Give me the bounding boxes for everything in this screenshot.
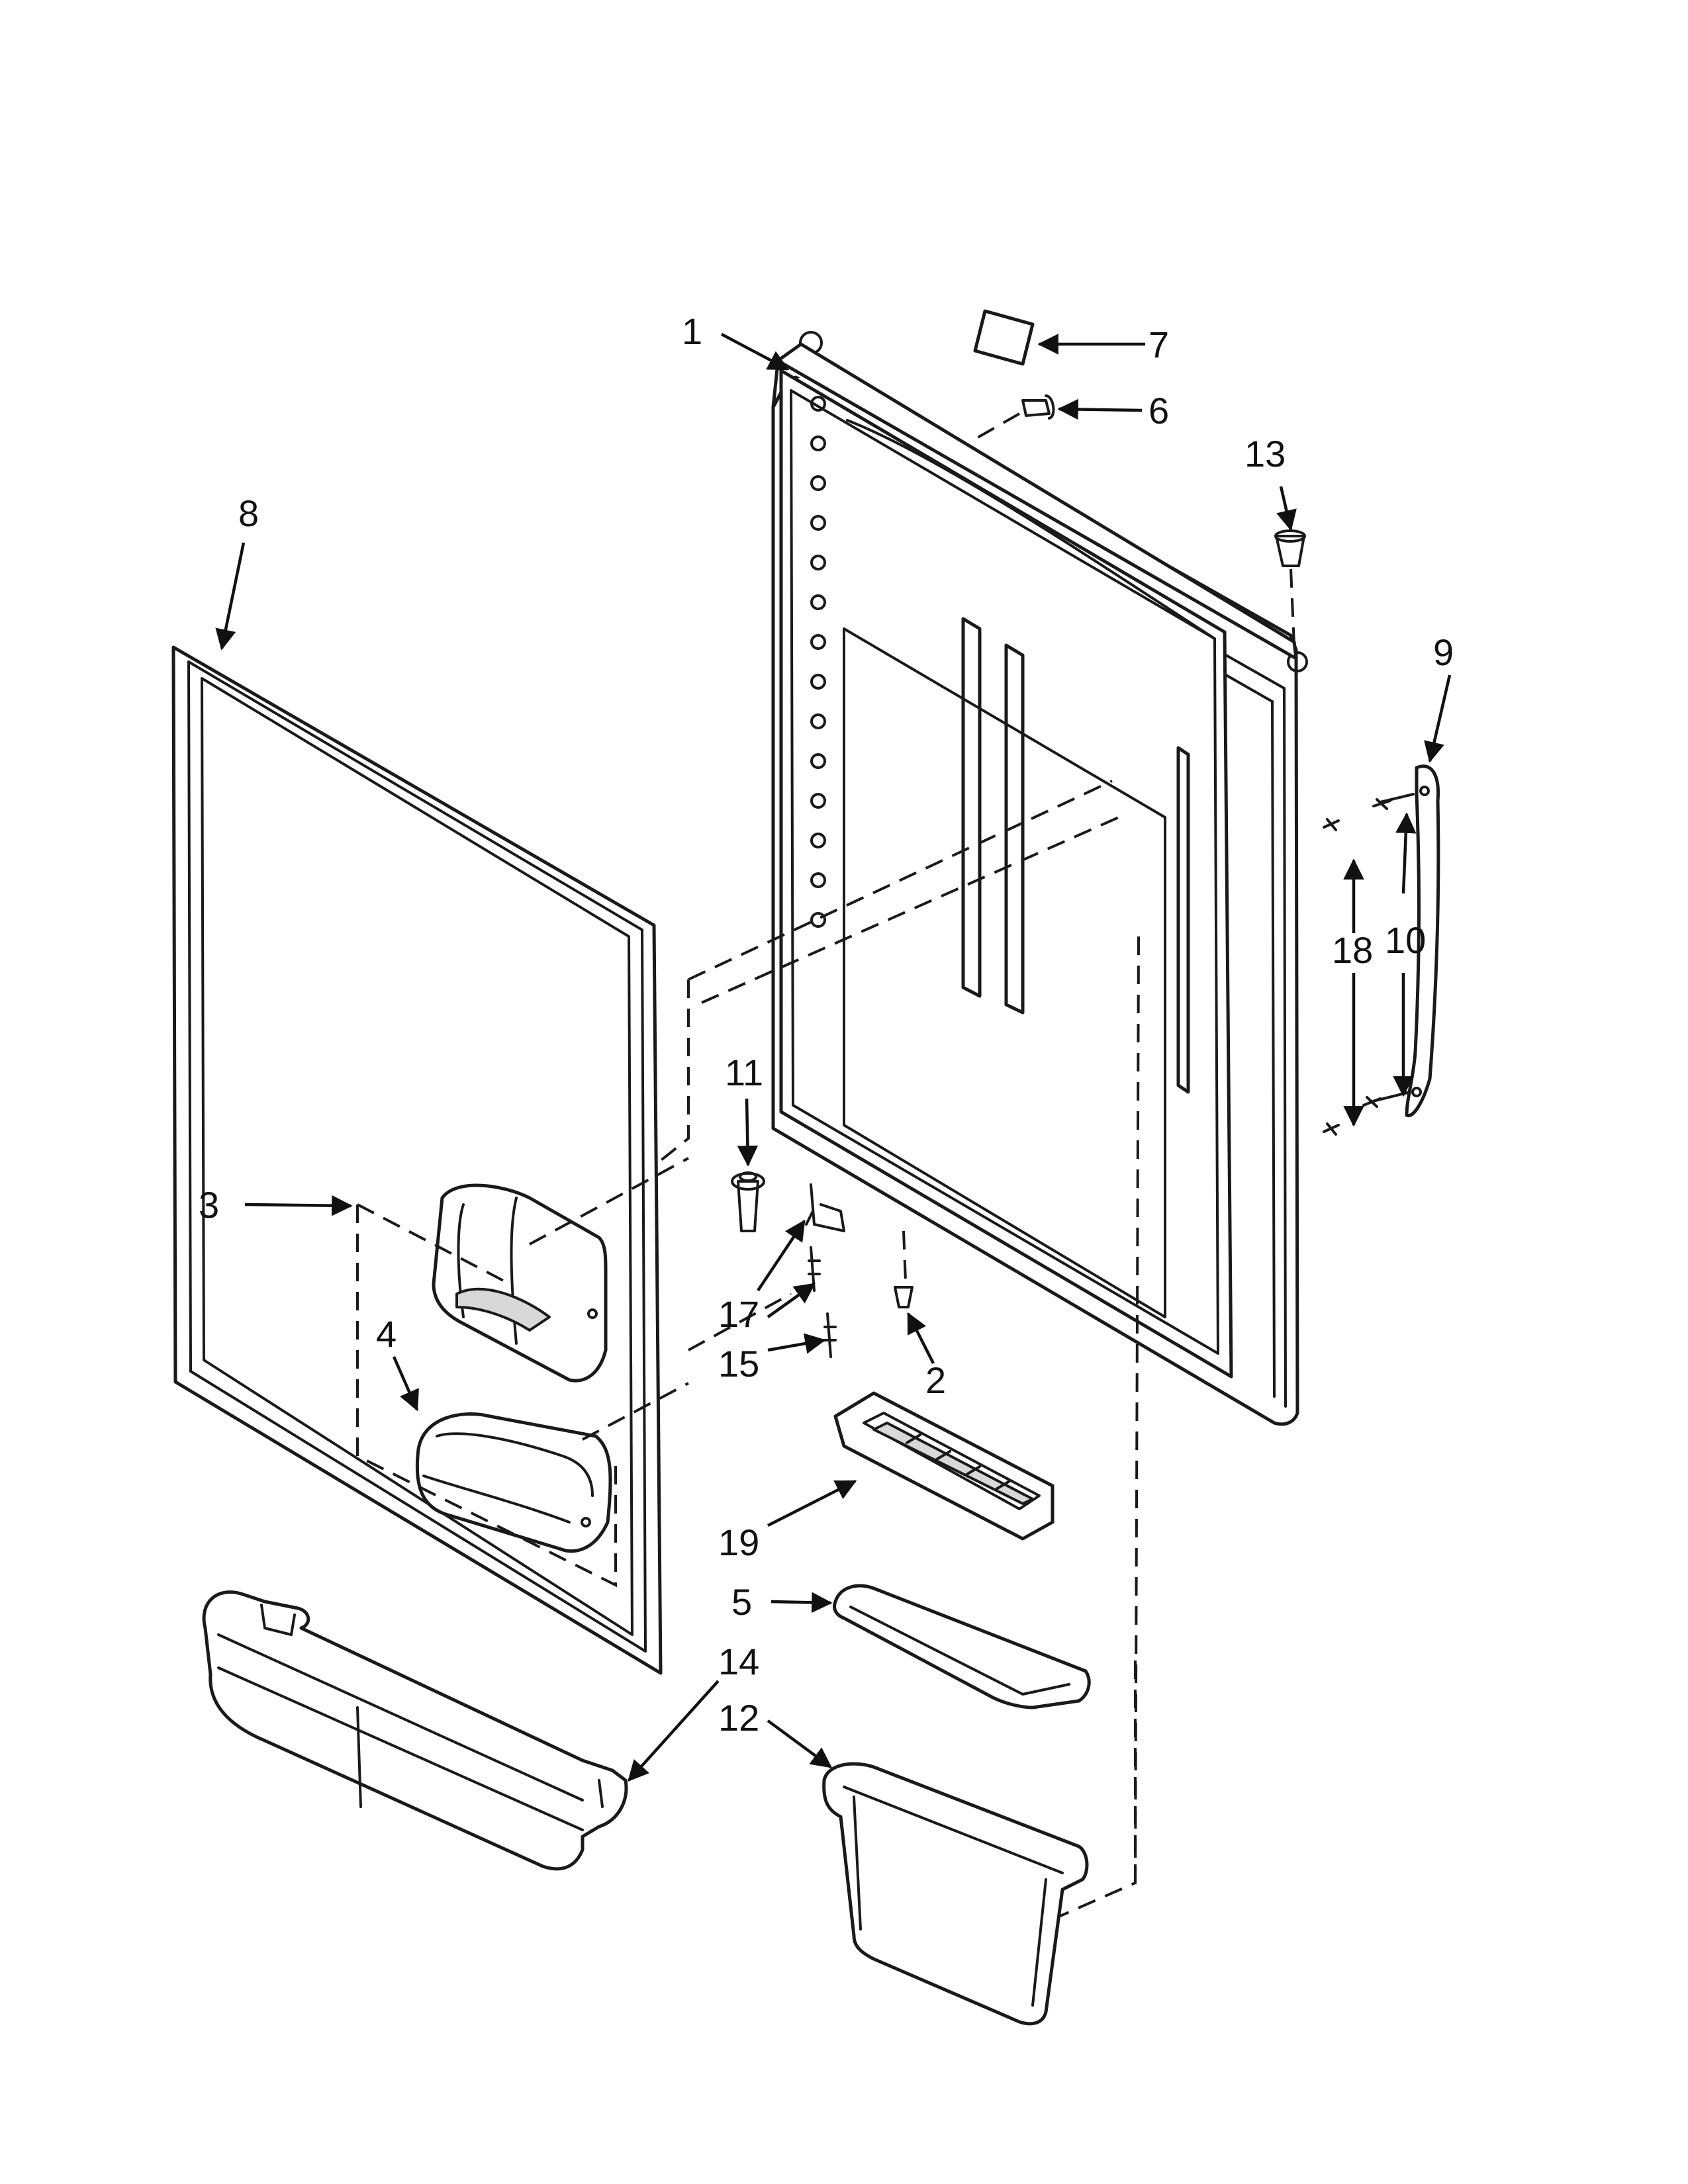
hinge-screw bbox=[972, 394, 1055, 441]
callout-10: 10 bbox=[1385, 919, 1426, 961]
door-frame bbox=[771, 331, 1308, 1426]
callout-2: 2 bbox=[925, 1359, 946, 1401]
callout-9: 9 bbox=[1433, 631, 1454, 673]
callout-4: 4 bbox=[376, 1313, 397, 1355]
callout-8: 8 bbox=[238, 492, 259, 534]
small-bin bbox=[822, 1762, 1089, 2026]
callout-15: 15 bbox=[718, 1343, 759, 1385]
shelf-bolts bbox=[810, 396, 826, 928]
callout-7: 7 bbox=[1149, 324, 1169, 365]
gasket-frame-dashed-upper bbox=[654, 780, 1113, 1166]
callout-18: 18 bbox=[1332, 929, 1373, 971]
callout-3: 3 bbox=[199, 1184, 219, 1226]
hinge-pin bbox=[731, 1171, 765, 1232]
dairy-outline-dashed bbox=[356, 1203, 617, 1588]
door-stop bbox=[894, 1230, 914, 1308]
dairy-compartment-door bbox=[432, 1183, 608, 1383]
hinge-bracket bbox=[805, 1183, 845, 1232]
callout-6: 6 bbox=[1149, 390, 1169, 432]
hinge-screws bbox=[808, 1246, 837, 1358]
gasket-frame-dashed-lower bbox=[688, 816, 1119, 1351]
dairy-dashed-connector bbox=[529, 1157, 689, 1441]
callout-17: 17 bbox=[718, 1293, 759, 1335]
label-plate bbox=[973, 309, 1035, 366]
callout-11: 11 bbox=[725, 1052, 763, 1093]
tray-shelf bbox=[833, 1584, 1091, 1709]
door-bin bbox=[202, 1590, 628, 1871]
callout-14: 14 bbox=[718, 1641, 759, 1682]
handle-screws bbox=[1323, 793, 1415, 1136]
callout-19: 19 bbox=[718, 1522, 759, 1563]
door-gasket bbox=[171, 645, 663, 1675]
callout-labels: 1 7 6 13 8 9 18 10 11 3 4 17 15 2 19 5 1… bbox=[199, 310, 1454, 1739]
leader-lines bbox=[215, 333, 1452, 1782]
callout-13: 13 bbox=[1244, 433, 1286, 475]
dairy-bin bbox=[415, 1412, 612, 1553]
callout-12: 12 bbox=[718, 1697, 759, 1739]
egg-tray bbox=[833, 1391, 1055, 1541]
callout-1: 1 bbox=[682, 310, 702, 352]
callout-5: 5 bbox=[731, 1581, 752, 1623]
